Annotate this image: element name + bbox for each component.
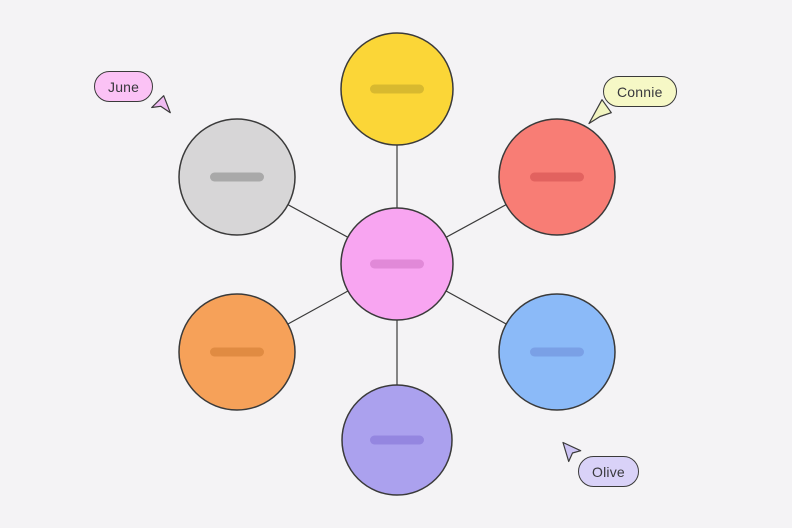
olive-cursor-icon (562, 441, 582, 463)
text-placeholder-bar (370, 435, 424, 445)
connie-cursor-icon (588, 99, 612, 125)
collaborator-label-connie: Connie (603, 76, 677, 107)
mindmap-node-top[interactable] (340, 32, 454, 146)
collaborator-label-june: June (94, 71, 154, 102)
collaborator-label-olive: Olive (578, 456, 639, 487)
mindmap-node-bottom[interactable] (341, 384, 453, 496)
text-placeholder-bar (370, 84, 424, 94)
june-cursor-icon (151, 95, 171, 114)
mindmap-node-upper-right[interactable] (498, 118, 616, 236)
mindmap-node-lower-right[interactable] (498, 293, 616, 411)
text-placeholder-bar (210, 172, 264, 182)
text-placeholder-bar (530, 172, 584, 182)
text-placeholder-bar (530, 347, 584, 357)
text-placeholder-bar (210, 347, 264, 357)
text-placeholder-bar (370, 259, 424, 269)
mindmap-node-upper-left[interactable] (178, 118, 296, 236)
mindmap-node-center[interactable] (340, 207, 454, 321)
mindmap-node-lower-left[interactable] (178, 293, 296, 411)
